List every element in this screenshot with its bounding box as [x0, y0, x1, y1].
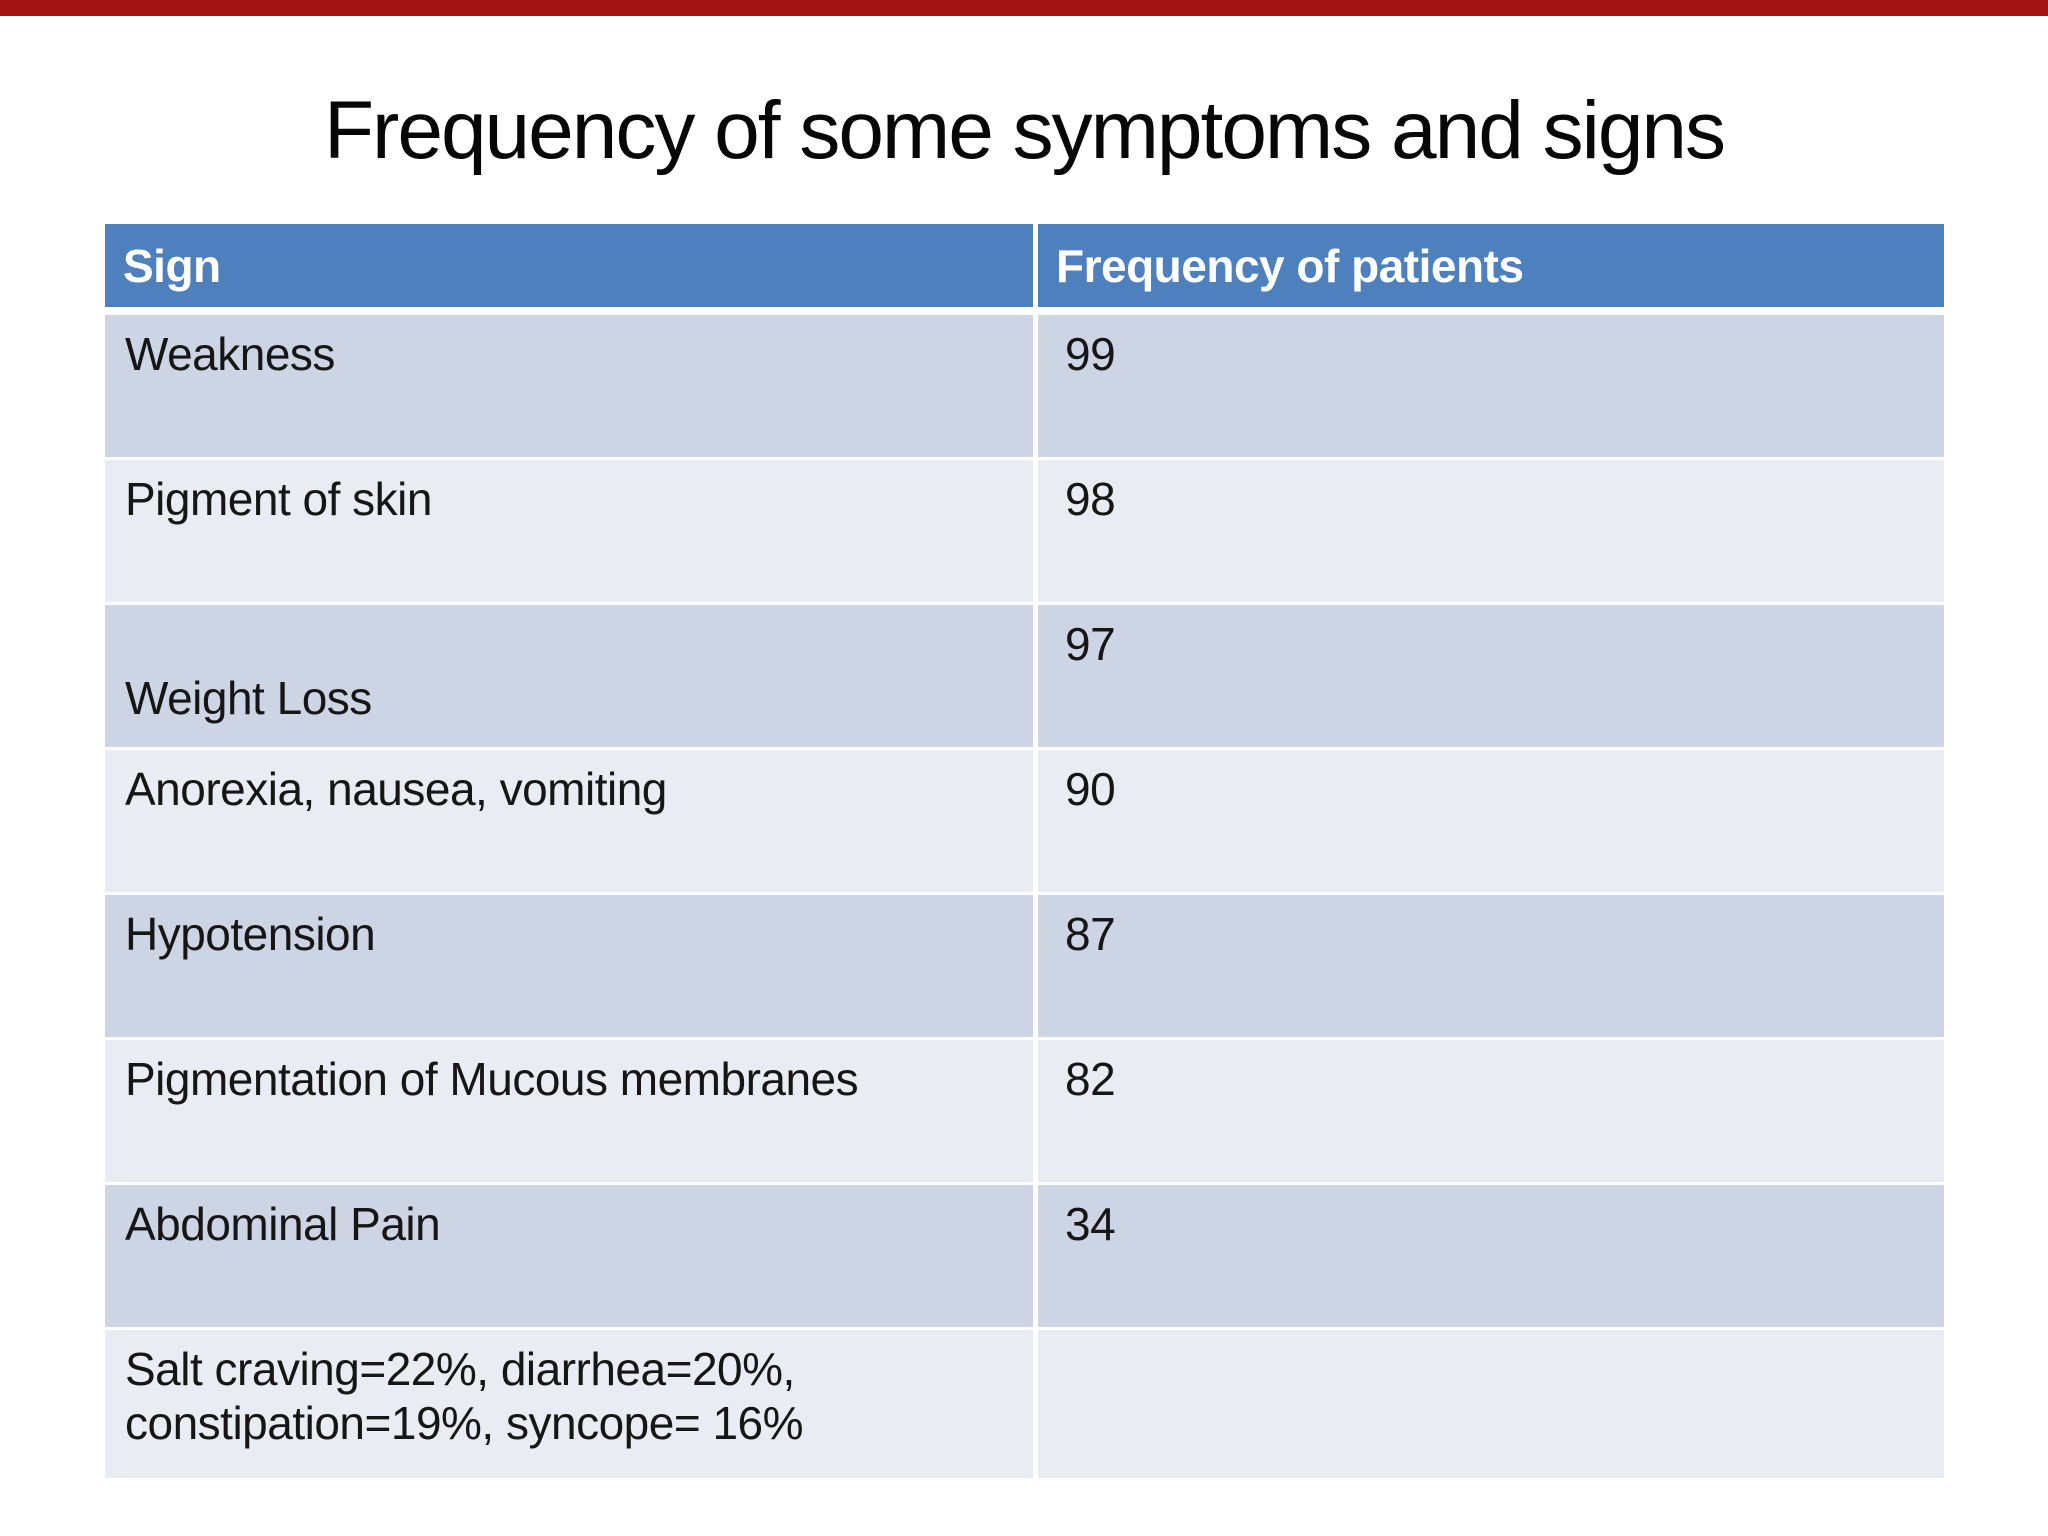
top-red-bar — [0, 0, 2048, 16]
frequency-cell — [1038, 1330, 1944, 1478]
sign-cell: Weight Loss — [105, 605, 1033, 747]
sign-cell: Abdominal Pain — [105, 1185, 1033, 1327]
frequency-cell: 90 — [1038, 750, 1944, 892]
frequency-cell: 99 — [1038, 315, 1944, 457]
table-row: Pigment of skin 98 — [105, 460, 1944, 602]
table-row: Weakness 99 — [105, 315, 1944, 457]
sign-cell: Weakness — [105, 315, 1033, 457]
frequency-cell: 82 — [1038, 1040, 1944, 1182]
sign-cell: Pigment of skin — [105, 460, 1033, 602]
frequency-cell: 98 — [1038, 460, 1944, 602]
table-row: Pigmentation of Mucous membranes 82 — [105, 1040, 1944, 1182]
table-row: Anorexia, nausea, vomiting 90 — [105, 750, 1944, 892]
sign-cell: Anorexia, nausea, vomiting — [105, 750, 1033, 892]
frequency-cell: 87 — [1038, 895, 1944, 1037]
frequency-cell: 97 — [1038, 605, 1944, 747]
table-row: Abdominal Pain 34 — [105, 1185, 1944, 1327]
frequency-cell: 34 — [1038, 1185, 1944, 1327]
slide-title: Frequency of some symptoms and signs — [323, 85, 1726, 176]
sign-cell: Hypotension — [105, 895, 1033, 1037]
symptoms-table: Sign Frequency of patients Weakness 99 P… — [105, 224, 1944, 1478]
table-header-row: Sign Frequency of patients — [105, 224, 1944, 307]
table-row: Salt craving=22%, diarrhea=20%, constipa… — [105, 1330, 1944, 1478]
table-row: Hypotension 87 — [105, 895, 1944, 1037]
sign-cell: Salt craving=22%, diarrhea=20%, constipa… — [105, 1330, 1033, 1478]
column-header-frequency: Frequency of patients — [1038, 224, 1944, 307]
sign-cell: Pigmentation of Mucous membranes — [105, 1040, 1033, 1182]
column-header-sign: Sign — [105, 224, 1033, 307]
table-row: Weight Loss 97 — [105, 605, 1944, 747]
